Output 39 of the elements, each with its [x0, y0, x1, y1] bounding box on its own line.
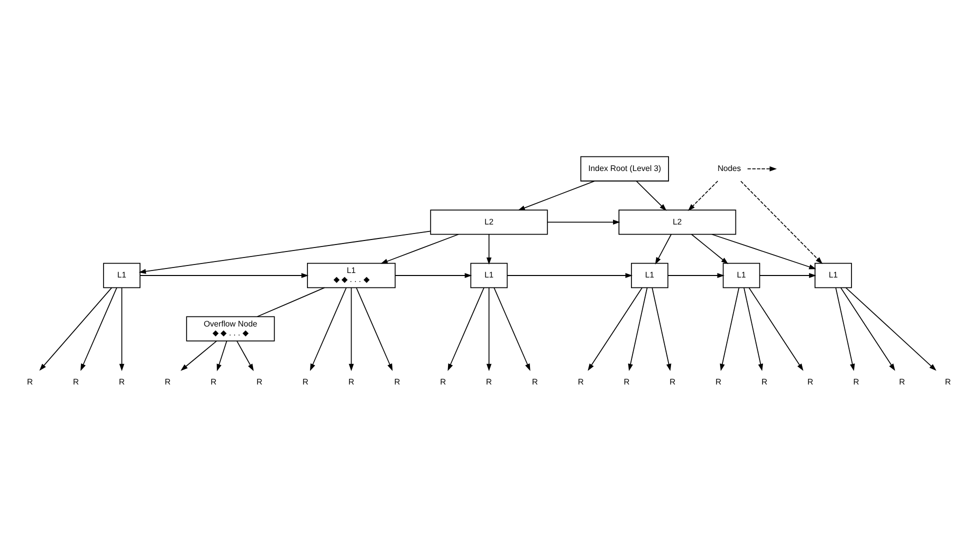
arrow	[39, 286, 112, 370]
arrow	[216, 340, 228, 371]
arrow	[655, 233, 672, 264]
arrow	[691, 233, 728, 264]
arrow	[740, 180, 823, 264]
arrow	[119, 286, 124, 371]
arrow	[394, 272, 472, 278]
arrow	[846, 286, 936, 370]
arrow	[588, 286, 642, 370]
arrow	[356, 286, 393, 370]
arrow	[80, 286, 118, 370]
arrow	[628, 286, 648, 371]
arrow	[494, 286, 530, 370]
arrow	[759, 272, 816, 278]
arrow	[748, 286, 804, 370]
arrow	[380, 233, 459, 264]
arrow	[448, 286, 484, 370]
arrow	[652, 286, 672, 371]
arrow	[486, 286, 492, 371]
arrow	[688, 180, 718, 210]
arrow	[507, 272, 633, 278]
arrow	[840, 286, 896, 370]
arrow	[348, 286, 354, 371]
arrow	[711, 233, 816, 269]
arrow	[140, 272, 309, 278]
arrow	[547, 219, 620, 224]
arrow	[747, 166, 777, 171]
arrow	[835, 286, 855, 371]
arrow	[636, 180, 667, 210]
arrow	[180, 340, 217, 370]
connector	[256, 286, 325, 317]
arrow	[668, 272, 724, 278]
arrow	[518, 180, 595, 210]
arrow	[236, 340, 254, 371]
arrow	[486, 233, 492, 264]
arrow	[720, 286, 740, 371]
arrow	[744, 286, 764, 371]
arrow	[310, 286, 347, 370]
arrow	[138, 230, 431, 274]
